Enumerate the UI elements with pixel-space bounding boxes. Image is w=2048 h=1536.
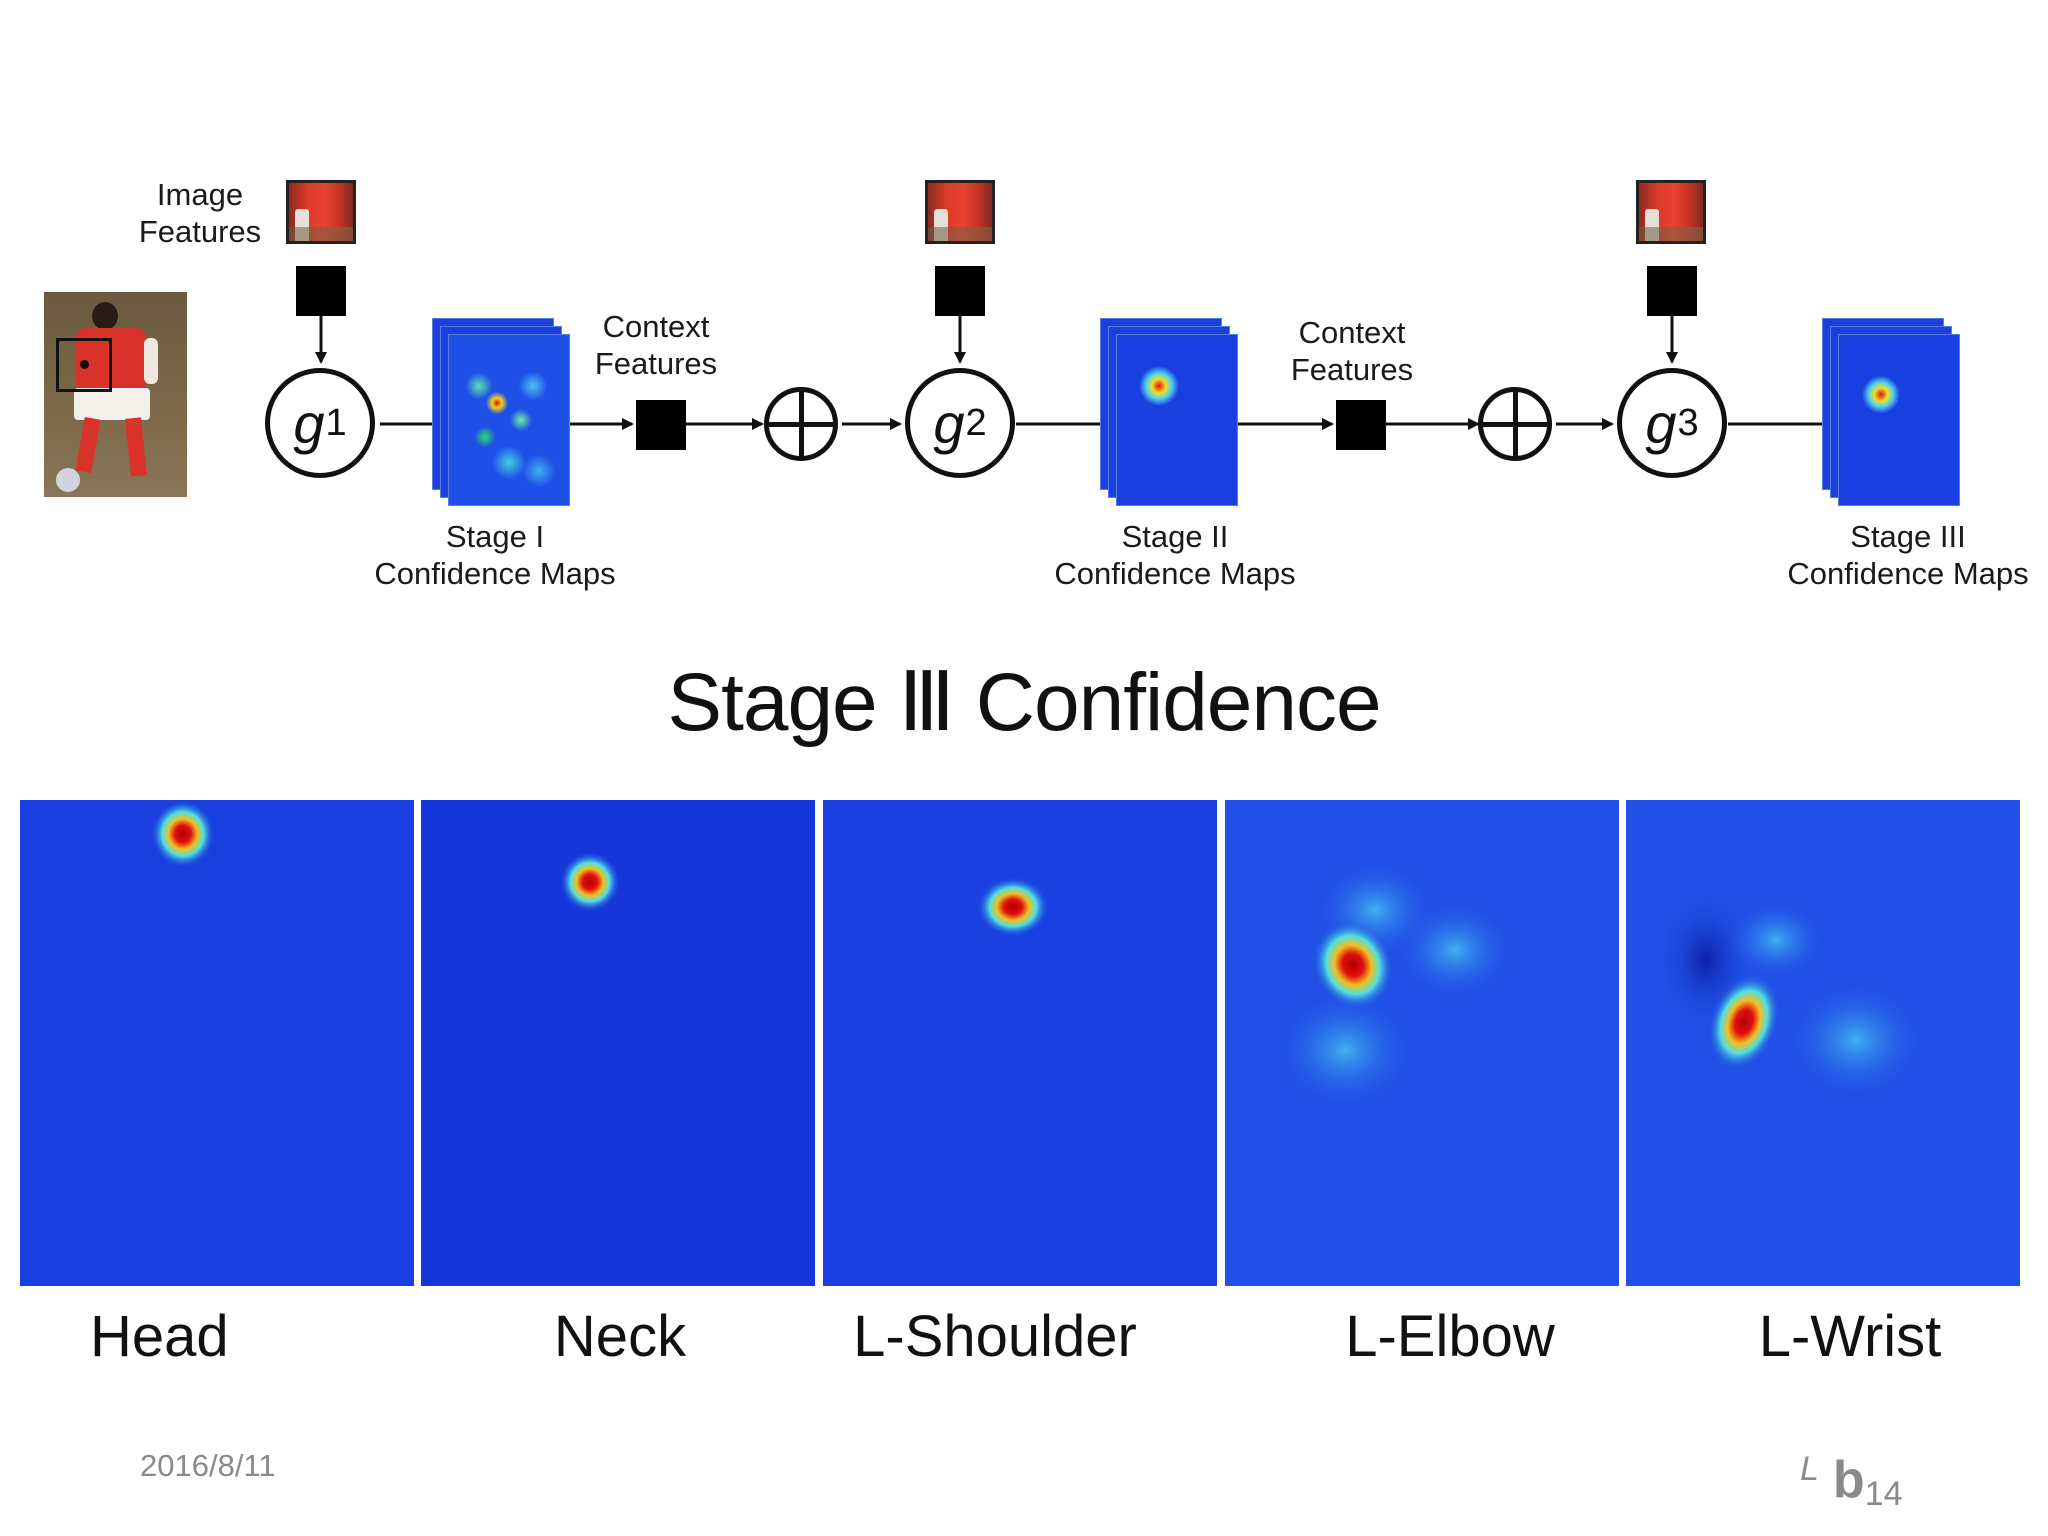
heatmap-neck-svg [421, 800, 815, 1286]
heatmap-l-shoulder-svg [823, 800, 1217, 1286]
stage1-confidence-maps [432, 318, 588, 508]
heatmap-l-wrist-glow-2 [1786, 980, 1926, 1100]
heatmap-l-elbow-glow-3 [1275, 990, 1415, 1110]
heatmap-head-peak [151, 800, 215, 868]
heatmap-l-shoulder-peak [977, 877, 1049, 937]
label-l-shoulder: L-Shoulder [853, 1304, 1137, 1369]
crop-center-dot [80, 360, 89, 369]
ball [56, 468, 80, 492]
feature-extractor-block-3 [1647, 266, 1697, 316]
stage1-map-layer-front [448, 334, 570, 506]
heatmap-l-elbow [1225, 800, 1619, 1286]
stage3-label: Stage III Confidence Maps [1787, 519, 2029, 591]
g3-index: 3 [1677, 401, 1699, 444]
player-leg-right [125, 417, 147, 477]
heatmap-neck-peak [560, 852, 620, 912]
label-l-wrist: L-Wrist [1758, 1304, 1942, 1369]
heatmap-l-elbow-glow-2 [1395, 900, 1515, 1000]
crop-box [56, 338, 112, 392]
player-head [92, 302, 118, 330]
g1-symbol: g [293, 391, 325, 455]
image-features-patch-3 [1636, 180, 1706, 244]
heatmap-l-shoulder [823, 800, 1217, 1286]
image-features-patch-1 [286, 180, 356, 244]
g3-symbol: g [1645, 391, 1677, 455]
page-number: 14 [1864, 1475, 1903, 1513]
g2-index: 2 [965, 401, 987, 444]
player-leg-left [75, 417, 101, 473]
stage1-label: Stage I Confidence Maps [374, 519, 616, 591]
heatmap-l-wrist-svg [1626, 800, 2020, 1286]
input-image [44, 292, 187, 497]
heatmap-l-elbow-peak [1311, 920, 1395, 1010]
feature-extractor-block-2 [935, 266, 985, 316]
stage2-map-layer-front [1116, 334, 1238, 506]
image-features-patch-2 [925, 180, 995, 244]
heatmap-l-wrist-glow-1 [1726, 900, 1826, 980]
heatmap-head-bg [20, 800, 414, 1286]
feature-extractor-block-1 [296, 266, 346, 316]
context-feature-block-1 [636, 400, 686, 450]
context-features-label-2: Context Features [1290, 315, 1414, 387]
context-features-label-1: Context Features [594, 309, 718, 381]
stage2-label: Stage II Confidence Maps [1054, 519, 1296, 591]
label-l-elbow: L-Elbow [1345, 1304, 1555, 1369]
heatmap-l-elbow-svg [1225, 800, 1619, 1286]
heatmap-neck [421, 800, 815, 1286]
label-neck: Neck [553, 1304, 687, 1369]
heatmap-l-wrist [1626, 800, 2020, 1286]
label-head: Head [90, 1304, 229, 1369]
stage3-confidence-title: Stage Ⅲ Confidence [667, 657, 1381, 748]
heatmap-head-svg [20, 800, 414, 1286]
g1-index: 1 [325, 401, 347, 444]
stage3-map-layer-front [1838, 334, 1960, 506]
slide-date: 2016/8/11 [140, 1448, 276, 1483]
g2-symbol: g [933, 391, 965, 455]
sum-node-2 [1478, 387, 1552, 461]
heatmap-l-shoulder-bg [823, 800, 1217, 1286]
heatmap-head [20, 800, 414, 1286]
context-feature-block-2 [1336, 400, 1386, 450]
player-arm [144, 338, 158, 384]
player-shorts [74, 388, 150, 420]
stage3-confidence-maps [1822, 318, 1978, 508]
logo-b: b [1832, 1451, 1865, 1509]
heatmap-l-wrist-peak [1707, 973, 1781, 1071]
stage2-confidence-maps [1100, 318, 1256, 508]
logo-l: L [1800, 1450, 1819, 1488]
image-features-label: Image Features [138, 177, 262, 249]
sum-node-1 [764, 387, 838, 461]
